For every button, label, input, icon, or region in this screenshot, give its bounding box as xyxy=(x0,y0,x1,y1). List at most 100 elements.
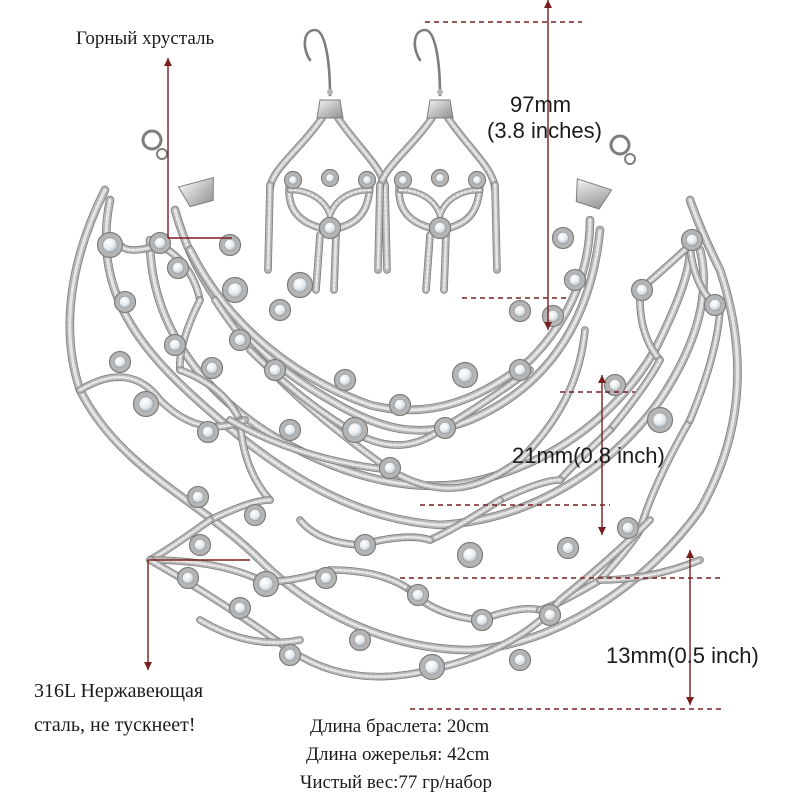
mesh-chain-texture xyxy=(188,218,592,412)
crystal-stone xyxy=(233,601,247,615)
crystal-stone xyxy=(546,309,560,323)
crystal-stone xyxy=(191,490,205,504)
earring-cap xyxy=(316,99,344,119)
crystal-stone xyxy=(268,363,282,377)
mesh-chain xyxy=(397,187,483,223)
crystal-stone xyxy=(353,633,367,647)
earring-length-in-label: (3.8 inches) xyxy=(487,118,602,143)
earring-length-mm-label: 97mm xyxy=(510,92,572,117)
crystal-stone xyxy=(347,422,363,438)
mesh-chain-texture xyxy=(638,418,692,532)
arrow-head xyxy=(144,662,152,670)
crystal-stone xyxy=(283,648,297,662)
ear-wire-bead xyxy=(327,89,333,95)
crystal-stone xyxy=(233,333,247,347)
crystal-stone xyxy=(102,237,118,253)
mesh-chain-texture xyxy=(288,188,372,219)
crystal-stone xyxy=(118,295,132,309)
crystal-stone xyxy=(462,547,478,563)
crystal-stone xyxy=(113,355,127,369)
mesh-chain-texture xyxy=(424,233,432,292)
mesh-chain-texture xyxy=(608,358,662,432)
mesh-chain-texture xyxy=(314,233,322,292)
crystal-stone xyxy=(325,173,335,183)
end-cap-body xyxy=(575,178,613,210)
crystal-stone xyxy=(513,304,527,318)
crystal-stone xyxy=(181,571,195,585)
mesh-chain-texture xyxy=(228,418,392,472)
arrow-head xyxy=(544,0,552,8)
crystal-stone xyxy=(475,613,489,627)
mesh-chain-texture xyxy=(493,183,499,272)
drop-spacing-label: 13mm(0.5 inch) xyxy=(606,643,759,668)
chain-width-label: 21mm(0.8 inch) xyxy=(512,443,665,468)
crystal-stone xyxy=(223,238,237,252)
crystal-stone xyxy=(362,175,372,185)
mesh-chain-texture xyxy=(198,618,302,644)
crystal-stone xyxy=(227,282,243,298)
crystal-stone xyxy=(513,653,527,667)
net-weight-spec: Чистый вес:77 гр/набор xyxy=(300,772,493,793)
bracelet-length-spec: Длина браслета: 20cm xyxy=(310,716,490,737)
crystal-stone xyxy=(472,175,482,185)
crystal-label: Горный хрусталь xyxy=(76,28,215,49)
crystal-stone xyxy=(201,425,215,439)
dimension-lines-layer xyxy=(144,0,722,710)
mesh-chain-texture xyxy=(328,568,412,592)
crystal-stone xyxy=(292,277,308,293)
crystal-stone xyxy=(621,521,635,535)
arrow-head xyxy=(686,550,694,558)
crystal-stone xyxy=(168,338,182,352)
mesh-chain-texture xyxy=(688,308,722,422)
mesh-chain-texture xyxy=(266,183,272,272)
arrow-head xyxy=(686,697,694,705)
crystal-stone xyxy=(513,363,527,377)
crystal-stone xyxy=(171,261,185,275)
necklace-length-spec: Длина ожерелья: 42cm xyxy=(306,744,490,765)
crystal-stone xyxy=(435,173,445,183)
crystal-stone xyxy=(319,571,333,585)
crystal-stone xyxy=(556,231,570,245)
arrow-head xyxy=(164,58,172,66)
mesh-chain-texture xyxy=(442,233,448,292)
crystal-stone xyxy=(258,576,274,592)
crystal-stone xyxy=(457,367,473,383)
mesh-chain-texture xyxy=(376,183,382,272)
crystal-stone xyxy=(608,378,622,392)
arrow-head xyxy=(598,527,606,535)
crystal-stone xyxy=(424,659,440,675)
mesh-chain-texture xyxy=(428,498,502,542)
crystal-stone xyxy=(411,588,425,602)
mesh-chain-texture xyxy=(298,518,362,547)
end-cap xyxy=(177,176,214,208)
crystal-stone xyxy=(685,233,699,247)
crystal-stone xyxy=(438,421,452,435)
crystal-stone xyxy=(205,361,219,375)
crystal-stone xyxy=(383,461,397,475)
steel-label-line1: 316L Нержавеющая xyxy=(34,680,204,702)
mesh-chain-texture xyxy=(558,428,612,482)
end-cap xyxy=(575,178,613,210)
jump-ring xyxy=(156,148,168,160)
crystal-stone xyxy=(433,221,447,235)
crystal-stone xyxy=(338,373,352,387)
mesh-chain-texture xyxy=(498,478,562,502)
crystal-stone xyxy=(283,423,297,437)
crystal-stone xyxy=(358,538,372,552)
crystal-stone xyxy=(153,236,167,250)
crystal-stone xyxy=(652,412,668,428)
mesh-chain-texture xyxy=(178,368,242,422)
mesh-chain-texture xyxy=(428,518,652,672)
crystal-stone xyxy=(138,396,154,412)
mesh-chain-texture xyxy=(332,233,338,292)
mesh-chain-texture xyxy=(383,183,389,272)
lobster-clasp xyxy=(141,129,163,151)
crystal-stone xyxy=(248,508,262,522)
crystal-stone xyxy=(288,175,298,185)
crystal-stone xyxy=(323,221,337,235)
crystal-stone xyxy=(398,175,408,185)
crystal-stone-layer xyxy=(96,168,727,681)
mesh-chain xyxy=(297,517,363,548)
